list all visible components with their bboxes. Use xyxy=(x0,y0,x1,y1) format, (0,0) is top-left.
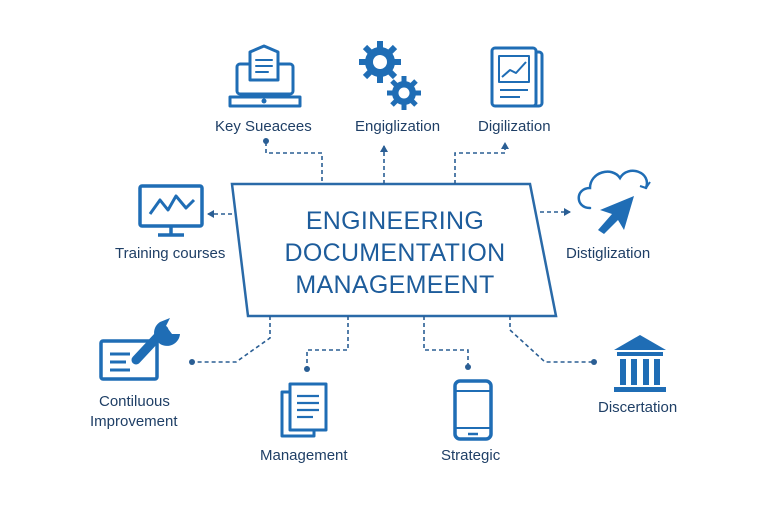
connector-dot-dissertation xyxy=(591,359,597,365)
connector-management xyxy=(306,316,349,368)
central-box xyxy=(230,182,558,318)
connector-dot-management xyxy=(304,366,310,372)
central-title-line-2: DOCUMENTATION xyxy=(284,239,506,267)
central-title-line-1: ENGINEERING xyxy=(305,207,485,235)
label-key-successes: Key Sueacees xyxy=(215,118,312,135)
connector-dot-strategic xyxy=(465,364,471,370)
label-management: Management xyxy=(260,447,348,464)
connector-digitalization xyxy=(454,142,509,184)
connectors xyxy=(189,138,597,372)
central-title-line-3: MANAGEMEENT xyxy=(295,271,495,299)
smartphone-icon xyxy=(453,379,493,441)
label-improvement-line-1: Contiluous xyxy=(99,393,170,410)
gears-icon xyxy=(359,41,421,110)
label-training: Training courses xyxy=(115,245,226,262)
connector-key-successes xyxy=(265,142,323,184)
connector-dissertation xyxy=(509,316,592,363)
label-strategic: Strategic xyxy=(441,447,501,464)
laptop-document-icon xyxy=(228,44,302,108)
label-improvement-line-2: Improvement xyxy=(90,413,178,430)
connector-strategic xyxy=(423,316,469,366)
label-engineering: Engiglization xyxy=(355,118,441,135)
connector-dot-key-successes xyxy=(263,138,269,144)
label-digitization-right: Distiglization xyxy=(566,245,651,262)
tablet-chart-icon xyxy=(490,46,544,108)
cloud-cursor-icon xyxy=(577,169,651,234)
wrench-card-icon xyxy=(99,318,180,381)
connector-improvement xyxy=(194,316,271,363)
documents-icon xyxy=(280,382,328,438)
institution-icon xyxy=(614,335,666,392)
label-digitalization-top: Digilization xyxy=(478,118,551,135)
central-title: ENGINEERING DOCUMENTATION MANAGEMEENT xyxy=(250,205,540,301)
connector-dot-improvement xyxy=(189,359,195,365)
monitor-chart-icon xyxy=(138,184,204,237)
label-dissertation: Discertation xyxy=(598,399,678,416)
